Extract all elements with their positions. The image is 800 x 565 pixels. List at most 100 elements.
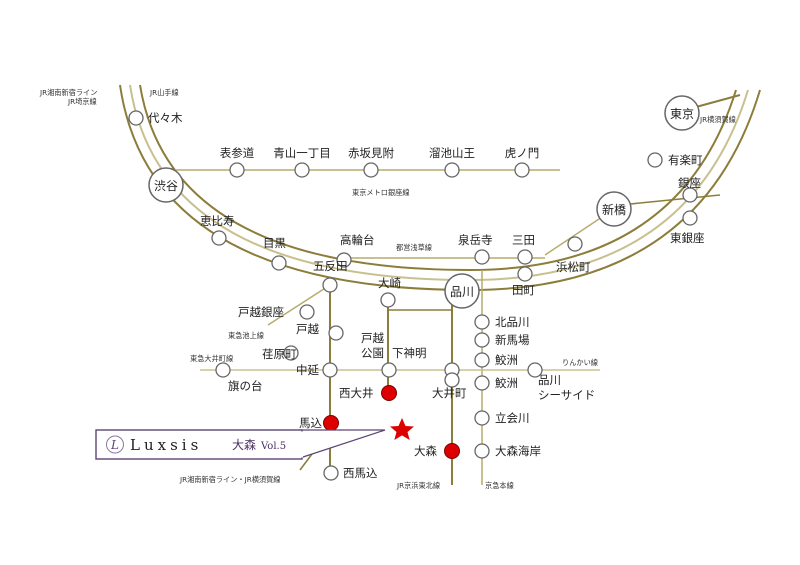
station-marker-aomono (474, 352, 490, 368)
station-marker-tamachi (517, 266, 533, 282)
station-marker-gotanda (322, 277, 338, 293)
station-marker-omori (444, 443, 460, 459)
tokyo-branch-line (619, 194, 721, 206)
station-label-shin-bamba: 新馬場 (495, 333, 530, 347)
station-marker-osaki (380, 292, 396, 308)
station-label-omori-kaigan: 大森海岸 (495, 444, 541, 458)
station-label-takanawadai: 高輪台 (340, 233, 375, 247)
station-marker-shimbashi (596, 191, 632, 227)
station-label-tameike: 溜池山王 (429, 146, 475, 160)
jr-loop-middle (129, 84, 749, 282)
station-label-nakanobu: 中延 (296, 363, 319, 377)
station-label-akasaka: 赤坂見附 (348, 146, 394, 160)
station-label-shimbashi: 新橋 (602, 202, 626, 217)
station-marker-takanawadai (336, 252, 352, 268)
station-label-shinagawa: 品川 (450, 285, 474, 299)
banner-pointer (299, 429, 386, 459)
station-label-ginza: 銀座 (678, 176, 701, 190)
highlight-stations (323, 385, 460, 459)
station-label-togoshi-koen-2: 公園 (361, 346, 384, 360)
station-label-omori: 大森 (414, 444, 437, 458)
line-label-yokosuka: JR横須賀線 (699, 115, 736, 124)
station-label-oimachi: 大井町 (432, 386, 467, 400)
station-marker-togoshi-ginza (299, 304, 315, 320)
station-label-hamamatsucho: 浜松町 (556, 260, 591, 274)
station-marker-omotesando (229, 162, 245, 178)
station-marker-nakanobu (322, 362, 338, 378)
station-marker-hatanodai (215, 362, 231, 378)
station-marker-higashi-ginza (682, 210, 698, 226)
station-label-yoyogi: 代々木 (148, 111, 183, 125)
line-label-ginza: 東京メトロ銀座線 (352, 188, 410, 197)
station-marker-yoyogi (128, 110, 144, 126)
station-marker-omori-kaigan (474, 443, 490, 459)
property-banner: L Luxsis 大森 Vol.5 (95, 429, 386, 460)
station-marker-meguro (271, 255, 287, 271)
station-label-gotanda: 五反田 (313, 259, 348, 273)
station-marker-ebisu (211, 230, 227, 246)
banner-inner-fill (283, 431, 303, 458)
line-label-ikegami: 東急池上線 (228, 331, 264, 340)
station-label-hatanodai: 旗の台 (228, 379, 263, 393)
station-marker-togoshi-koen (381, 362, 397, 378)
station-label-meguro: 目黒 (263, 236, 286, 250)
station-label-aoyama: 青山一丁目 (273, 146, 331, 160)
banner-ward: 大森 (232, 437, 256, 452)
station-marker-nishi-magome (323, 465, 339, 481)
line-label-keikyu: 京急本線 (485, 481, 514, 490)
line-label-oimachi: 東急大井町線 (190, 354, 233, 363)
station-label-shimo-shimmei: 下神明 (392, 346, 427, 360)
station-marker-kita-shinagawa (474, 314, 490, 330)
station-marker-shibuya (148, 167, 184, 203)
station-label-togoshi: 戸越 (296, 322, 319, 336)
jr-loop-outer (119, 84, 761, 292)
line-labels: JR湘南新宿ライン JR埼京線 JR山手線 JR横須賀線 東京メトロ銀座線 都営… (39, 88, 736, 490)
station-marker-mita (517, 249, 533, 265)
station-label-tokyo: 東京 (670, 107, 694, 121)
banner-name: Luxsis (130, 436, 202, 454)
station-marker-samezu (474, 375, 490, 391)
station-marker-tokyo (664, 95, 700, 131)
banner-logo-icon (106, 435, 124, 454)
line-label-yamanote: JR山手線 (149, 88, 179, 97)
station-label-yurakucho: 有楽町 (668, 153, 703, 167)
station-label-toranomon: 虎ノ門 (505, 146, 540, 160)
station-marker-ebara (283, 345, 299, 361)
station-marker-akasaka (363, 162, 379, 178)
station-marker-tachiaigawa (474, 410, 490, 426)
line-label-saikyo: JR埼京線 (67, 97, 97, 106)
line-label-keihin: JR京浜東北線 (396, 481, 440, 490)
ikegami-line (267, 284, 331, 326)
station-label-shibuya: 渋谷 (154, 179, 178, 193)
station-marker-tameike (444, 162, 460, 178)
station-marker-oimachi (444, 372, 460, 388)
line-label-shonan-yokosuka: JR湘南新宿ライン・JR横須賀線 (179, 475, 280, 484)
station-marker-shin-bamba (474, 332, 490, 348)
station-marker-yurakucho (647, 152, 663, 168)
station-label-mita: 三田 (512, 233, 535, 247)
station-marker-toranomon (514, 162, 530, 178)
line-label-asakusa: 都営浅草線 (396, 243, 432, 252)
banner-volume: Vol.5 (260, 441, 286, 452)
station-label-nishi-oi: 西大井 (339, 386, 374, 400)
major-stations: 渋谷 東京 新橋 品川 (148, 95, 700, 309)
station-marker-seaside (527, 362, 543, 378)
station-marker-ginza (682, 187, 698, 203)
station-label-ebisu: 恵比寿 (200, 214, 235, 228)
station-label-magome: 馬込 (299, 416, 322, 430)
station-marker-sengakuji (474, 249, 490, 265)
line-label-shonan: JR湘南新宿ライン (39, 88, 97, 97)
line-label-rinkai: りんかい線 (562, 358, 598, 367)
station-label-ebara: 荏原町 (262, 347, 297, 361)
station-label-togoshi-koen-1: 戸越 (361, 331, 384, 345)
jr-loop-inner (139, 84, 737, 272)
station-marker-nishi-oi (381, 385, 397, 401)
regular-stations (128, 110, 698, 481)
station-labels: 代々木 表参道 青山一丁目 赤坂見附 溜池山王 虎ノ門 有楽町 銀座 東銀座 恵… (148, 111, 705, 480)
property-star-icon (390, 418, 414, 440)
station-marker-magome (323, 415, 339, 431)
station-marker-shinagawa (444, 273, 480, 309)
station-label-togoshi-ginza: 戸越銀座 (238, 305, 284, 319)
station-label-kita-shinagawa: 北品川 (495, 315, 530, 329)
